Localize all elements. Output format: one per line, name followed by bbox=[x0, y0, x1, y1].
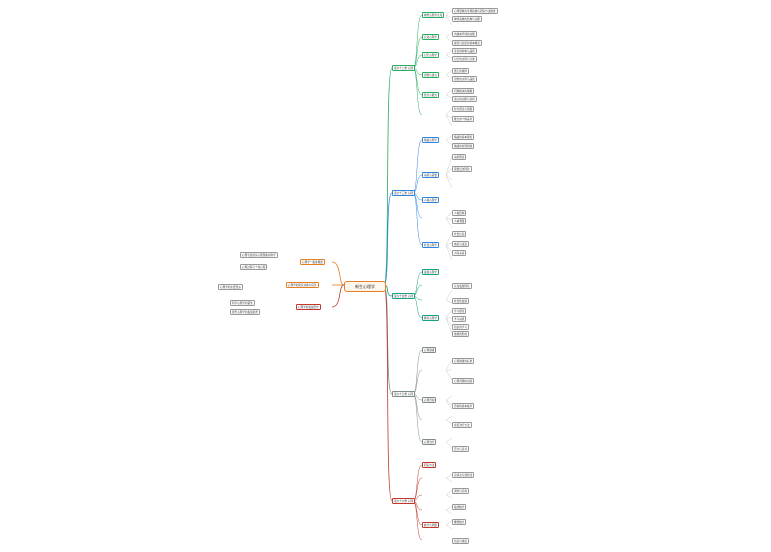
branch-1-leaf[interactable]: 大脑两半球的功能 bbox=[452, 31, 477, 38]
branch-3-leaf[interactable]: 技能的形成 bbox=[452, 331, 469, 338]
left-leaf[interactable]: 心理学的主要流派 bbox=[218, 284, 243, 291]
branch-4-group-3[interactable]: 心理治疗 bbox=[422, 439, 437, 446]
branch-4-leaf[interactable]: 压力与应对 bbox=[452, 446, 469, 453]
branch-3-leaf[interactable]: 学习动机 bbox=[452, 316, 467, 323]
left-branch-1[interactable]: 心理学一般性概述 bbox=[300, 259, 325, 266]
branch-1-leaf[interactable]: 感觉与知觉的基本概念 bbox=[452, 40, 482, 47]
branch-1-group-5[interactable]: 智力与能力 bbox=[422, 92, 439, 99]
branch-2-leaf[interactable]: 人际关系 bbox=[452, 250, 467, 257]
branch-4-leaf[interactable]: 心理健康的标准 bbox=[452, 358, 475, 365]
branch-4-leaf[interactable]: 咨询的基本技术 bbox=[452, 403, 475, 410]
branch-5-leaf[interactable]: 调查与问卷 bbox=[452, 488, 469, 495]
branch-1-leaf[interactable]: 遗忘的规律 bbox=[452, 68, 469, 75]
branch-4-group-2[interactable]: 心理咨询 bbox=[422, 397, 437, 404]
branch-4-leaf[interactable]: 常见治疗方法 bbox=[452, 422, 472, 429]
branch-4-group-1[interactable]: 心理健康 bbox=[422, 347, 437, 354]
left-branch-3[interactable]: 心理学的发展历史 bbox=[296, 304, 321, 311]
branch-1-title[interactable]: 第六十二章 心理 bbox=[392, 65, 415, 72]
branch-5-leaf[interactable]: 实验法与观察法 bbox=[452, 472, 475, 479]
left-leaf[interactable]: 科学心理学的诞生 bbox=[230, 300, 255, 307]
branch-5-leaf[interactable]: 推断统计 bbox=[452, 519, 467, 526]
branch-1-leaf[interactable]: 注意的种类与品质 bbox=[452, 48, 477, 55]
left-leaf[interactable]: 心理过程与个性心理 bbox=[240, 264, 268, 271]
branch-2-leaf[interactable]: 情绪的基本理论 bbox=[452, 134, 475, 141]
branch-1-group-1[interactable]: 神经心理学认知 bbox=[422, 12, 445, 19]
branch-2-leaf[interactable]: 社会认知 bbox=[452, 231, 467, 238]
left-leaf[interactable]: 现代心理学的发展趋势 bbox=[230, 309, 260, 316]
central-topic[interactable]: 新生心理学 bbox=[344, 281, 386, 292]
branch-2-group-4[interactable]: 社会心理学 bbox=[422, 242, 439, 249]
branch-2-leaf[interactable]: 情绪的生理机制 bbox=[452, 143, 475, 150]
branch-1-leaf[interactable]: 记忆的过程与分类 bbox=[452, 56, 477, 63]
branch-2-title[interactable]: 第六十三章 心理 bbox=[392, 190, 415, 197]
branch-2-leaf[interactable]: 人格结构 bbox=[452, 210, 467, 217]
branch-3-leaf[interactable]: 知识的学习 bbox=[452, 324, 469, 331]
branch-5-group-2[interactable]: 统计与测量 bbox=[422, 522, 439, 529]
branch-3-leaf[interactable]: 认知发展理论 bbox=[452, 283, 472, 290]
left-leaf[interactable]: 心理学是研究心理现象的科学 bbox=[240, 252, 278, 259]
branch-2-group-2[interactable]: 动机与需要 bbox=[422, 172, 439, 179]
branch-3-group-2[interactable]: 教育心理学 bbox=[422, 315, 439, 322]
branch-2-leaf[interactable]: 动机理论 bbox=[452, 154, 467, 161]
branch-1-leaf[interactable]: 智力理论与测量 bbox=[452, 106, 475, 113]
branch-1-leaf[interactable]: 神经系统的结构与功能 bbox=[452, 16, 482, 23]
branch-2-leaf[interactable]: 人格测量 bbox=[452, 218, 467, 225]
branch-1-leaf[interactable]: 心理现象的生理基础与研究方法概述 bbox=[452, 8, 498, 15]
branch-3-leaf[interactable]: 学习理论 bbox=[452, 308, 467, 315]
branch-3-group-1[interactable]: 发展心理学 bbox=[422, 269, 439, 276]
branch-2-group-1[interactable]: 情绪心理学 bbox=[422, 137, 439, 144]
branch-1-group-3[interactable]: 记忆心理学 bbox=[422, 52, 439, 59]
branch-1-leaf[interactable]: 思维的过程与品质 bbox=[452, 76, 477, 83]
branch-1-leaf[interactable]: 问题解决的策略 bbox=[452, 88, 475, 95]
branch-1-leaf[interactable]: 能力的个体差异 bbox=[452, 116, 475, 123]
branch-4-leaf[interactable]: 心理问题的识别 bbox=[452, 378, 475, 385]
branch-3-title[interactable]: 第六十四章 心理 bbox=[392, 293, 415, 300]
branch-5-leaf[interactable]: 描述统计 bbox=[452, 504, 467, 511]
branch-3-leaf[interactable]: 社会性发展 bbox=[452, 298, 469, 305]
branch-2-leaf[interactable]: 态度与改变 bbox=[452, 241, 469, 248]
left-branch-2[interactable]: 心理学的研究对象与任务 bbox=[286, 282, 319, 289]
branch-5-group-1[interactable]: 研究方法 bbox=[422, 462, 437, 469]
branch-1-leaf[interactable]: 语言的功能与获得 bbox=[452, 96, 477, 103]
branch-5-title[interactable]: 第六十六章 心理 bbox=[392, 498, 415, 505]
branch-2-group-3[interactable]: 人格心理学 bbox=[422, 197, 439, 204]
branch-5-leaf[interactable]: 信度与效度 bbox=[452, 538, 469, 545]
branch-2-leaf[interactable]: 需要层次理论 bbox=[452, 166, 472, 173]
branch-1-group-2[interactable]: 认知心理学 bbox=[422, 34, 439, 41]
branch-4-title[interactable]: 第六十五章 心理 bbox=[392, 391, 415, 398]
branch-1-group-4[interactable]: 思维与语言 bbox=[422, 72, 439, 79]
